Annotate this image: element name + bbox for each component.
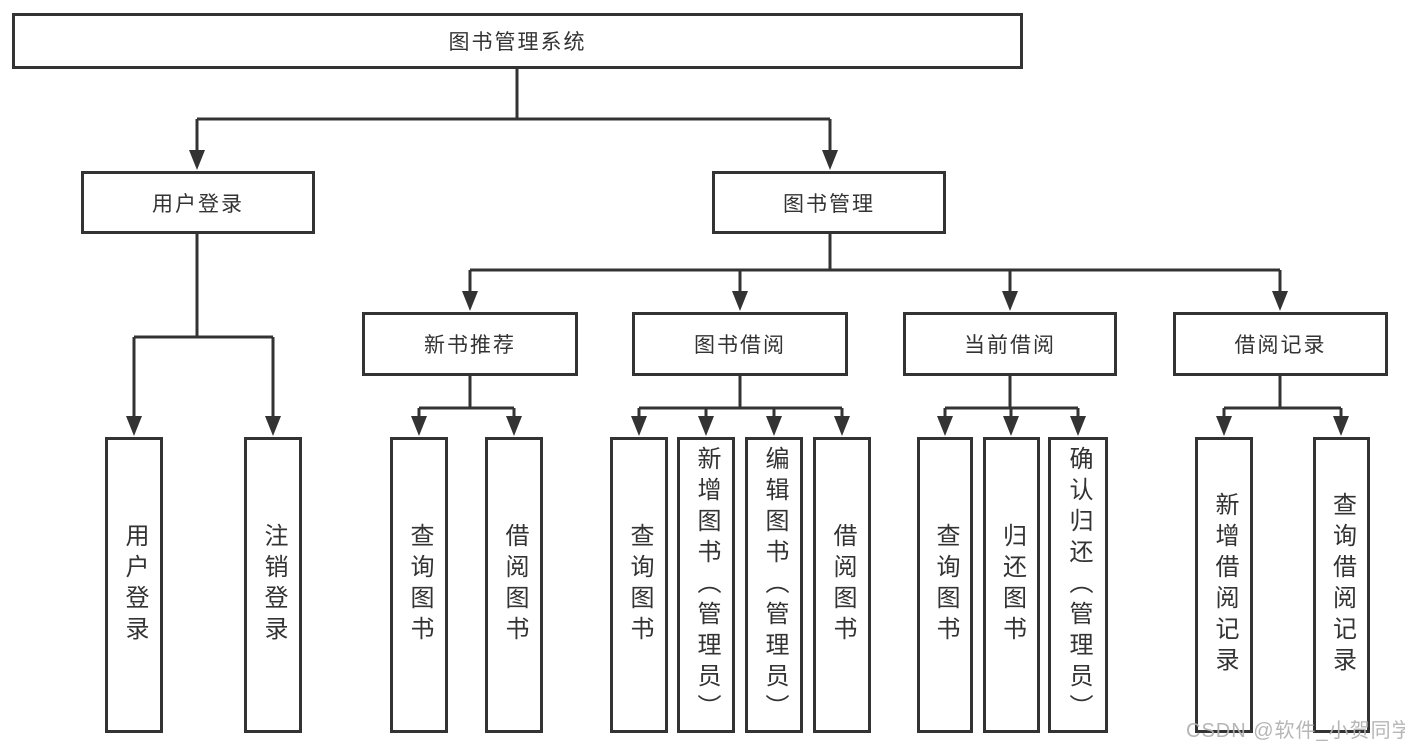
node-book-borrow-label: 图书借阅 xyxy=(694,334,786,357)
leaf-query-books-3-label: 查询图书 xyxy=(932,523,959,647)
node-root-label: 图书管理系统 xyxy=(448,31,587,54)
leaf-add-borrow-record-label: 新增借阅记录 xyxy=(1211,492,1238,678)
node-borrow-records-label: 借阅记录 xyxy=(1234,334,1327,357)
leaf-confirm-return-admin: 确认归还（管理员） xyxy=(1048,437,1108,733)
leaf-query-books-1: 查询图书 xyxy=(390,437,448,733)
leaf-borrow-books-2-label: 借阅图书 xyxy=(829,523,856,647)
leaf-borrow-books-1-label: 借阅图书 xyxy=(501,523,528,647)
leaf-query-books-2-label: 查询图书 xyxy=(626,523,653,647)
leaf-borrow-books-2: 借阅图书 xyxy=(813,437,871,733)
node-book-borrow: 图书借阅 xyxy=(632,312,848,376)
node-book-management-label: 图书管理 xyxy=(783,192,875,216)
leaf-add-book-admin-label: 新增图书（管理员） xyxy=(693,445,720,725)
leaf-user-login-label: 用户登录 xyxy=(121,523,148,647)
leaf-edit-book-admin: 编辑图书（管理员） xyxy=(745,437,803,733)
leaf-logout-login: 注销登录 xyxy=(244,437,302,733)
node-borrow-records: 借阅记录 xyxy=(1173,312,1388,376)
node-current-borrow: 当前借阅 xyxy=(903,312,1117,376)
leaf-return-book: 归还图书 xyxy=(983,437,1040,733)
leaf-query-borrow-record-label: 查询借阅记录 xyxy=(1328,492,1356,678)
leaf-return-book-label: 归还图书 xyxy=(998,523,1026,647)
leaf-query-books-3: 查询图书 xyxy=(917,437,973,733)
leaf-add-book-admin: 新增图书（管理员） xyxy=(677,437,735,733)
node-user-login: 用户登录 xyxy=(81,171,315,234)
leaf-query-books-1-label: 查询图书 xyxy=(406,523,433,647)
leaf-confirm-return-admin-label: 确认归还（管理员） xyxy=(1065,445,1092,725)
leaf-user-login: 用户登录 xyxy=(105,437,163,733)
leaf-query-borrow-record: 查询借阅记录 xyxy=(1313,437,1370,733)
leaf-borrow-books-1: 借阅图书 xyxy=(485,437,543,733)
leaf-query-books-2: 查询图书 xyxy=(610,437,668,733)
node-new-book-recommend-label: 新书推荐 xyxy=(424,334,516,357)
csdn-watermark: CSDN @软件_小贺同学 xyxy=(1186,720,1405,742)
node-book-management: 图书管理 xyxy=(712,171,946,234)
node-new-book-recommend: 新书推荐 xyxy=(362,312,578,376)
node-user-login-label: 用户登录 xyxy=(152,192,244,216)
node-root: 图书管理系统 xyxy=(12,13,1023,69)
node-current-borrow-label: 当前借阅 xyxy=(964,334,1056,357)
leaf-add-borrow-record: 新增借阅记录 xyxy=(1195,437,1253,733)
leaf-edit-book-admin-label: 编辑图书（管理员） xyxy=(761,445,788,725)
leaf-logout-login-label: 注销登录 xyxy=(260,523,287,647)
arrowheads xyxy=(126,150,1349,436)
